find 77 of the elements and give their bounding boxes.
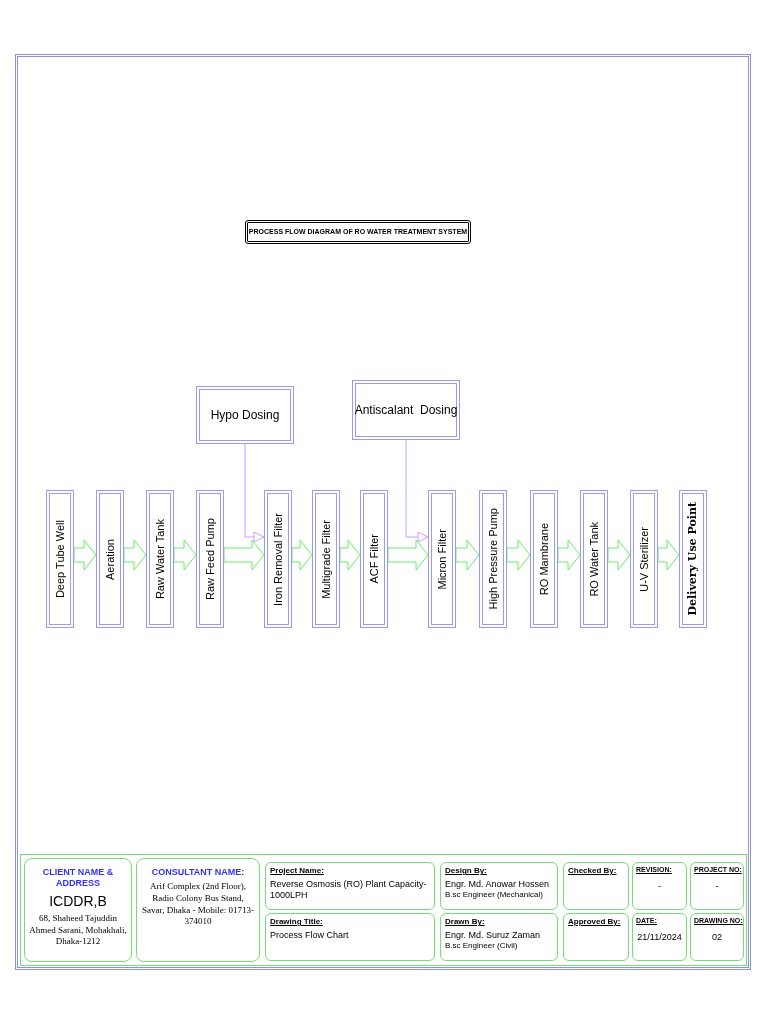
field-value: Reverse Osmosis (RO) Plant Capacity-1000LPH	[270, 879, 428, 902]
process-label: Raw Water Tank	[152, 518, 167, 600]
flow-arrow	[557, 539, 581, 571]
field-value: B.sc Engineer (Mechanical)	[445, 890, 543, 901]
title-block-cell	[265, 862, 435, 910]
panel-heading: CONSULTANT NAME:	[151, 867, 245, 879]
flow-arrow	[455, 539, 480, 571]
process-label: ACF Filter	[366, 534, 381, 584]
dosing-box	[352, 380, 460, 440]
field-label: Drawn By:	[445, 916, 485, 928]
process-box	[146, 490, 174, 628]
field-label: Drawing Title:	[270, 916, 323, 928]
title-block-cell	[632, 862, 687, 910]
title-block-panel	[136, 858, 260, 962]
address-text: Arif Complex (2nd Floor), Radio Colony Bus Stand, Savar, Dhaka - Mobile: 01713-374010	[141, 881, 255, 928]
process-label: Multigrade Filter	[318, 519, 333, 599]
flow-arrow	[506, 539, 531, 571]
panel-heading: CLIENT NAME & ADDRESS	[41, 867, 115, 890]
dosing-box	[196, 386, 294, 444]
title-block-cell	[632, 913, 687, 961]
field-value: 02	[712, 930, 722, 944]
process-box	[46, 490, 74, 628]
process-label: Aeration	[102, 538, 117, 580]
flow-arrow	[339, 539, 361, 571]
process-label: Iron Removal Filter	[270, 512, 285, 606]
process-label: Deep Tube Well	[52, 519, 67, 599]
flow-arrow	[173, 539, 197, 571]
client-name: ICDDR,B	[49, 892, 107, 910]
process-box	[679, 490, 707, 628]
process-box	[264, 490, 292, 628]
title-block-cell	[690, 862, 744, 910]
field-value: Engr. Md. Anowar Hossen	[445, 879, 550, 891]
address-text: 68, Shaheed Tajuddin Ahmed Sarani, Mohakhali, Dhaka-1212	[28, 913, 128, 949]
process-label: Raw Feed Pump	[202, 518, 217, 600]
process-label: Micron Filter	[434, 528, 449, 590]
title-block-cell	[563, 913, 629, 961]
field-value: Process Flow Chart	[270, 930, 349, 942]
flow-arrow	[657, 539, 680, 571]
process-box	[196, 490, 224, 628]
flow-arrow	[73, 539, 97, 571]
flow-arrow	[607, 539, 631, 571]
process-box	[96, 490, 124, 628]
field-label: Design By:	[445, 865, 487, 877]
dosing-line	[244, 443, 265, 543]
process-box	[479, 490, 507, 628]
field-value: -	[658, 879, 661, 893]
process-box	[530, 490, 558, 628]
flow-arrow	[123, 539, 147, 571]
title-block-cell	[563, 862, 629, 910]
flow-arrow	[291, 539, 313, 571]
process-label: RO Mambrane	[536, 522, 551, 596]
field-label: Checked By:	[568, 865, 617, 877]
flow-arrow	[387, 539, 429, 571]
field-value: Engr. Md. Suruz Zaman	[445, 930, 541, 942]
field-label: Project Name:	[270, 865, 324, 877]
field-value: 21/11/2024	[637, 930, 682, 944]
flow-arrow	[223, 539, 265, 571]
process-label: Delivery Use Point	[684, 502, 700, 616]
dosing-line	[405, 439, 429, 543]
title-block-panel	[24, 858, 132, 962]
title-block-cell	[440, 913, 558, 961]
process-box	[312, 490, 340, 628]
process-label: U-V Sterilizer	[636, 526, 651, 592]
process-box	[630, 490, 658, 628]
process-box	[580, 490, 608, 628]
title-block-cell	[690, 913, 744, 961]
title-block-cell	[440, 862, 558, 910]
process-box	[428, 490, 456, 628]
process-box	[360, 490, 388, 628]
title-block-cell	[265, 913, 435, 961]
process-label: High Pressure Pump	[485, 508, 500, 610]
dosing-label: Hypo Dosing	[210, 407, 280, 424]
field-value: B.sc Engineer (Civil)	[445, 941, 518, 952]
dosing-label: Antiscalant Dosing	[354, 402, 458, 419]
process-label: RO Water Tank	[586, 521, 601, 597]
field-value: -	[715, 879, 719, 893]
field-label: Approved By:	[568, 916, 621, 928]
